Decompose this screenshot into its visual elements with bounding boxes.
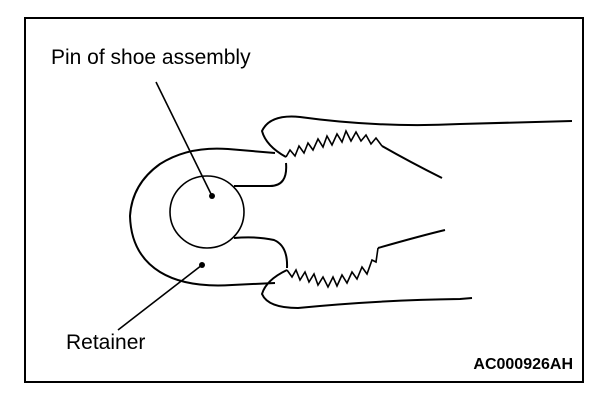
figure-frame	[24, 17, 584, 383]
plier-upper-handle	[381, 145, 443, 179]
retainer-inner-edge	[234, 162, 288, 187]
pin-of-shoe-assembly-label: Pin of shoe assembly	[51, 46, 251, 69]
pin-leader-line	[155, 81, 213, 197]
retainer-leader-line	[117, 264, 203, 331]
plier-upper-jaw	[260, 115, 573, 158]
retainer-label: Retainer	[66, 331, 146, 354]
plier-lower-jaw	[260, 269, 473, 310]
figure-code: AC000926AH	[473, 356, 573, 373]
shoe-pin	[169, 175, 245, 249]
plier-lower-handle	[377, 229, 446, 249]
plier-lower-teeth	[286, 247, 379, 289]
retainer-inner-edge-lower	[233, 236, 289, 269]
plier-upper-teeth	[285, 128, 383, 158]
